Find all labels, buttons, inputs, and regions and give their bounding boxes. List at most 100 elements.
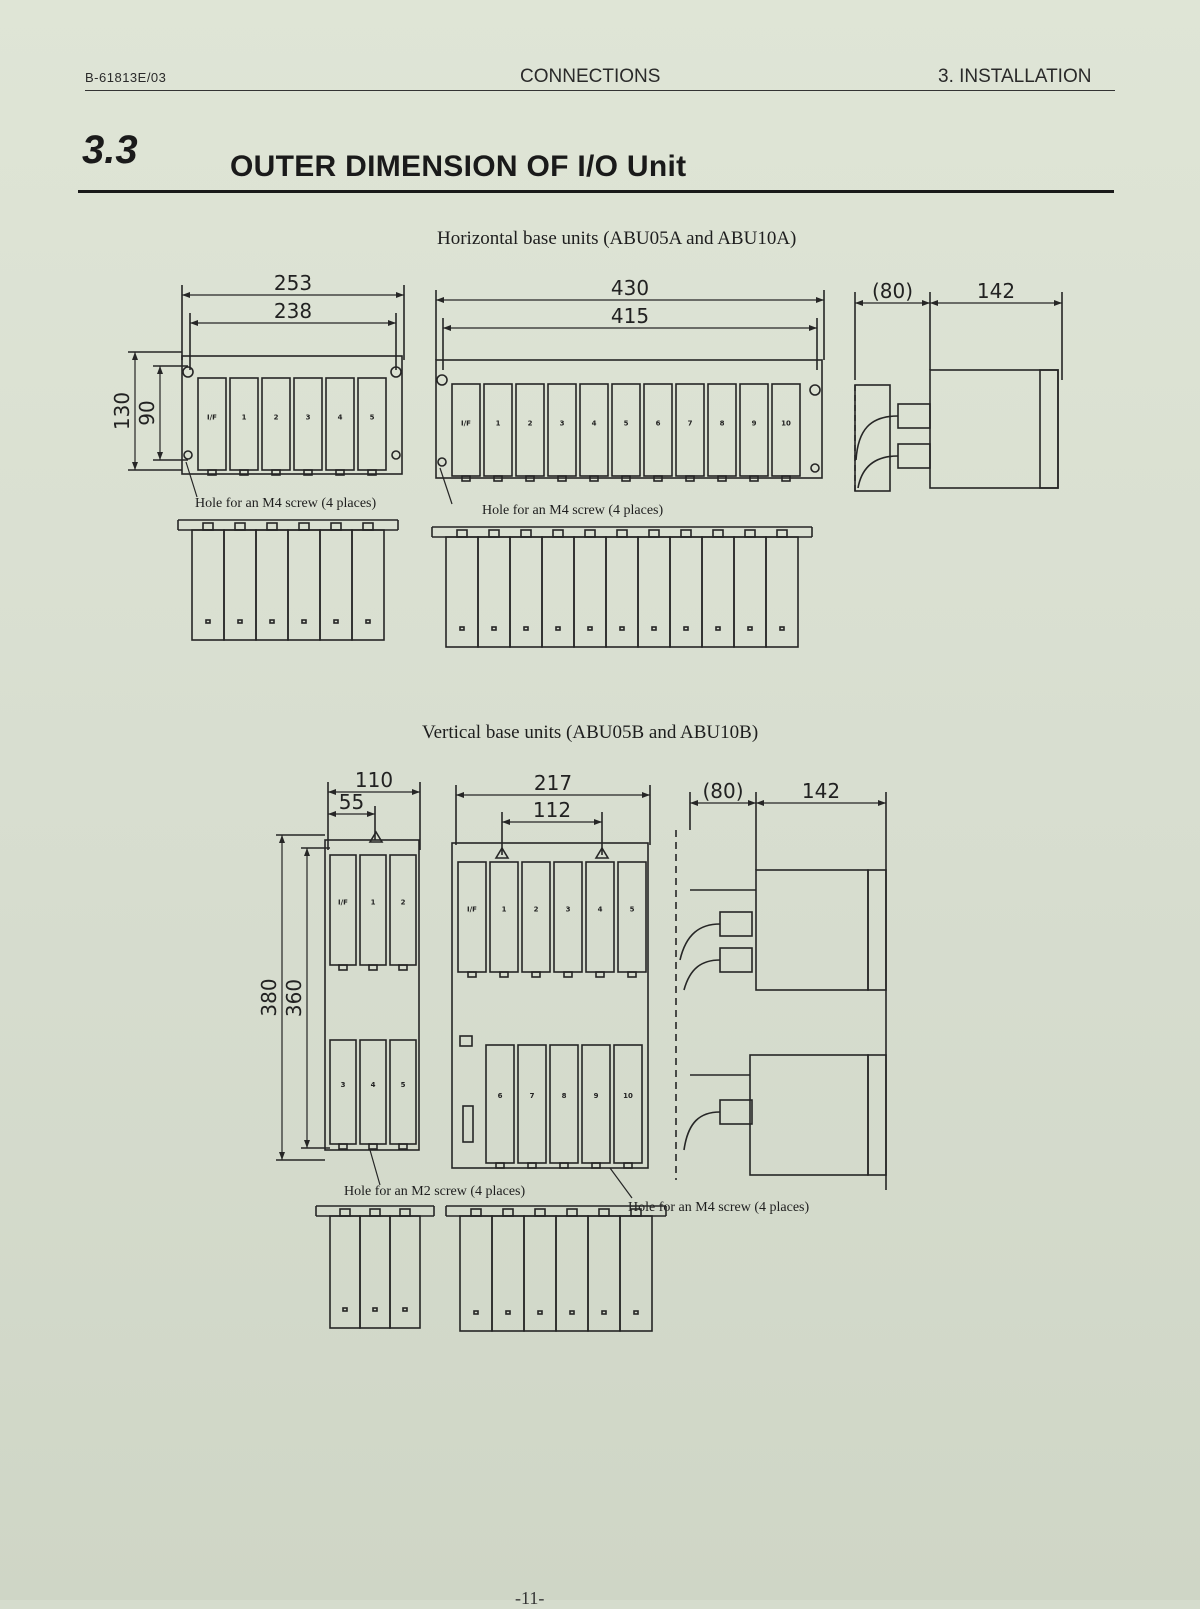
abu05b-top-slot-label: I/F <box>338 899 348 907</box>
abu05b-bottom-connector <box>398 1143 408 1150</box>
abu05b-height-pitch-label: 360 <box>282 979 306 1017</box>
h-side-depth-arrow <box>930 300 938 306</box>
h-side-body <box>929 369 1059 489</box>
abu10b-top-module <box>585 861 615 973</box>
abu10b-bottom-module <box>581 1044 611 1164</box>
abu05a-tab <box>266 522 278 531</box>
v-side-clearance-arrow <box>690 800 698 806</box>
abu10b-top-connector <box>563 971 573 978</box>
abu10a-module <box>611 383 641 477</box>
abu05b-top-slot-label: 2 <box>401 899 406 907</box>
horizontal-caption: Horizontal base units (ABU05A and ABU10A… <box>437 228 797 249</box>
abu05a-mark <box>365 619 371 624</box>
abu10b-mark <box>633 1310 639 1315</box>
abu05b-tab <box>399 1208 411 1217</box>
abu05b-pitch-arrow <box>328 811 336 817</box>
abu05b-tab <box>339 1208 351 1217</box>
abu10b-tab <box>502 1208 514 1217</box>
abu05a-module <box>197 377 227 471</box>
v-side-depth-label: 142 <box>802 779 840 803</box>
abu05a-pitch-label: 238 <box>274 299 312 323</box>
abu10a-mark <box>491 626 497 631</box>
h-side-clearance-label: (80) <box>872 279 913 303</box>
abu10a-connector <box>525 475 535 482</box>
abu10a-pitch-arrow <box>809 325 817 331</box>
abu10a-mark <box>523 626 529 631</box>
v-side-connector <box>719 911 753 937</box>
abu05b-bottom-module <box>359 1039 387 1145</box>
abu10b-mark <box>569 1310 575 1315</box>
section-number: 3.3 <box>82 128 138 172</box>
doc-code: B-61813E/03 <box>85 70 167 85</box>
abu10b-width-arrow <box>456 792 464 798</box>
abu10a-slot-label: 2 <box>528 419 533 427</box>
abu10b-mark <box>505 1310 511 1315</box>
abu10b-top-connector <box>467 971 477 978</box>
abu10a-module <box>579 383 609 477</box>
v-side-panel <box>867 1054 887 1176</box>
abu10a-module <box>739 383 769 477</box>
abu10b-bottom-module <box>613 1044 643 1164</box>
abu10a-tab <box>776 529 788 538</box>
abu05b-hole-leader <box>369 1149 381 1186</box>
abu10a-tab <box>712 529 724 538</box>
abu05b-notch <box>368 830 384 843</box>
abu05a-connector <box>239 469 249 476</box>
abu10a-mark <box>619 626 625 631</box>
abu05a-tab <box>362 522 374 531</box>
abu05a-base <box>181 355 403 475</box>
v-side-cable <box>683 1111 721 1151</box>
abu10b-top-module <box>457 861 487 973</box>
abu10b-mark <box>537 1310 543 1315</box>
abu10b-top-module <box>553 861 583 973</box>
abu10a-module <box>771 383 801 477</box>
abu05a-module <box>325 377 355 471</box>
abu10a-tab <box>456 529 468 538</box>
abu05b-width-arrow <box>328 789 336 795</box>
abu10a-base <box>435 359 823 479</box>
abu05a-height-arrow <box>132 462 138 470</box>
abu10a-pitch-label: 415 <box>611 304 649 328</box>
abu05a-connector <box>271 469 281 476</box>
abu05a-mark <box>269 619 275 624</box>
abu10a-connector <box>653 475 663 482</box>
abu10a-connector <box>621 475 631 482</box>
abu10b-bottom-module <box>485 1044 515 1164</box>
abu05a-mark <box>205 619 211 624</box>
abu10a-module <box>515 383 545 477</box>
abu10b-top-slot-label: 2 <box>534 906 539 914</box>
abu10a-slot-label: 7 <box>688 419 693 427</box>
abu10a-hole <box>810 463 820 473</box>
abu10b-pitch-arrow <box>502 819 510 825</box>
abu10a-connector <box>589 475 599 482</box>
h-side-panel <box>1039 369 1059 489</box>
abu10a-mark <box>651 626 657 631</box>
v-side-cable <box>683 959 721 991</box>
h-side-connector <box>897 403 931 429</box>
abu05a-mark <box>237 619 243 624</box>
abu10a-slot-label: 8 <box>720 419 725 427</box>
abu05b-mark <box>342 1307 348 1312</box>
abu05b-top-module <box>359 854 387 966</box>
abu05a-slot-label: 5 <box>370 413 375 421</box>
abu10b-top-slot-label: I/F <box>467 906 477 914</box>
abu05b-top-connector <box>398 964 408 971</box>
abu10a-connector <box>461 475 471 482</box>
abu05a-connector <box>335 469 345 476</box>
abu05a-height-pitch-arrow <box>157 452 163 460</box>
abu10b-tab <box>630 1208 642 1217</box>
abu05a-hole-note: Hole for an M4 screw (4 places) <box>195 496 377 511</box>
abu05a-hole-leader <box>185 461 198 498</box>
v-side-panel <box>867 869 887 991</box>
abu10a-mark <box>555 626 561 631</box>
abu10a-tab <box>552 529 564 538</box>
abu05b-pitch-label: 55 <box>339 790 364 814</box>
abu05b-mark <box>372 1307 378 1312</box>
abu10b-notch <box>594 846 610 859</box>
chapter-name: CONNECTIONS <box>520 66 661 87</box>
abu05a-mark <box>333 619 339 624</box>
abu05b-bottom-connector <box>338 1143 348 1150</box>
v-side-upper-body <box>755 869 869 991</box>
abu10a-connector <box>781 475 791 482</box>
abu10b-hole-leader <box>609 1167 633 1199</box>
